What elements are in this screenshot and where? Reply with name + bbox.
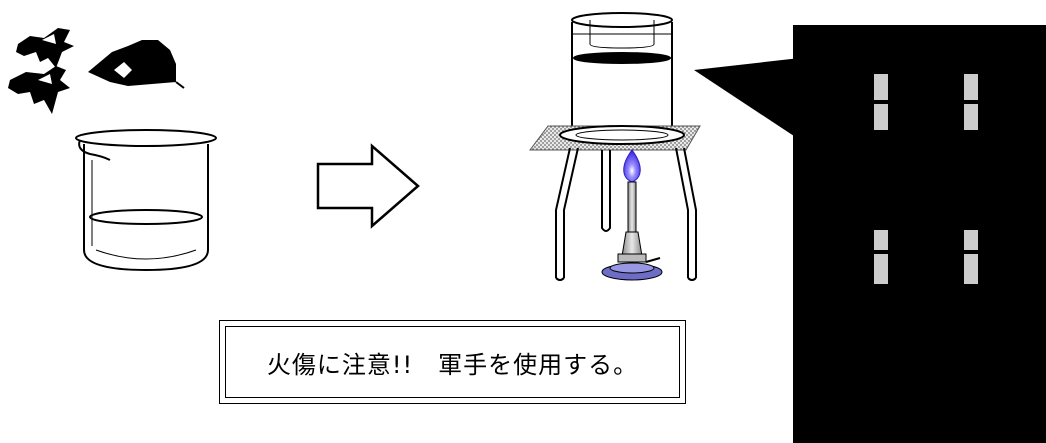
arrow-icon bbox=[316, 143, 420, 229]
tripod-stand bbox=[555, 147, 697, 281]
heating-apparatus bbox=[529, 12, 701, 281]
flame-icon bbox=[623, 149, 641, 183]
warning-box: 火傷に注意!! 軍手を使用する。 bbox=[219, 320, 686, 404]
callout-panel bbox=[694, 25, 1046, 443]
heated-beaker bbox=[571, 12, 673, 140]
bunsen-burner bbox=[601, 181, 663, 281]
warning-text: 火傷に注意!! 軍手を使用する。 bbox=[266, 350, 639, 379]
left-beaker bbox=[75, 129, 217, 272]
warning-inner-border: 火傷に注意!! 軍手を使用する。 bbox=[225, 326, 680, 398]
glove-icon bbox=[8, 28, 185, 114]
